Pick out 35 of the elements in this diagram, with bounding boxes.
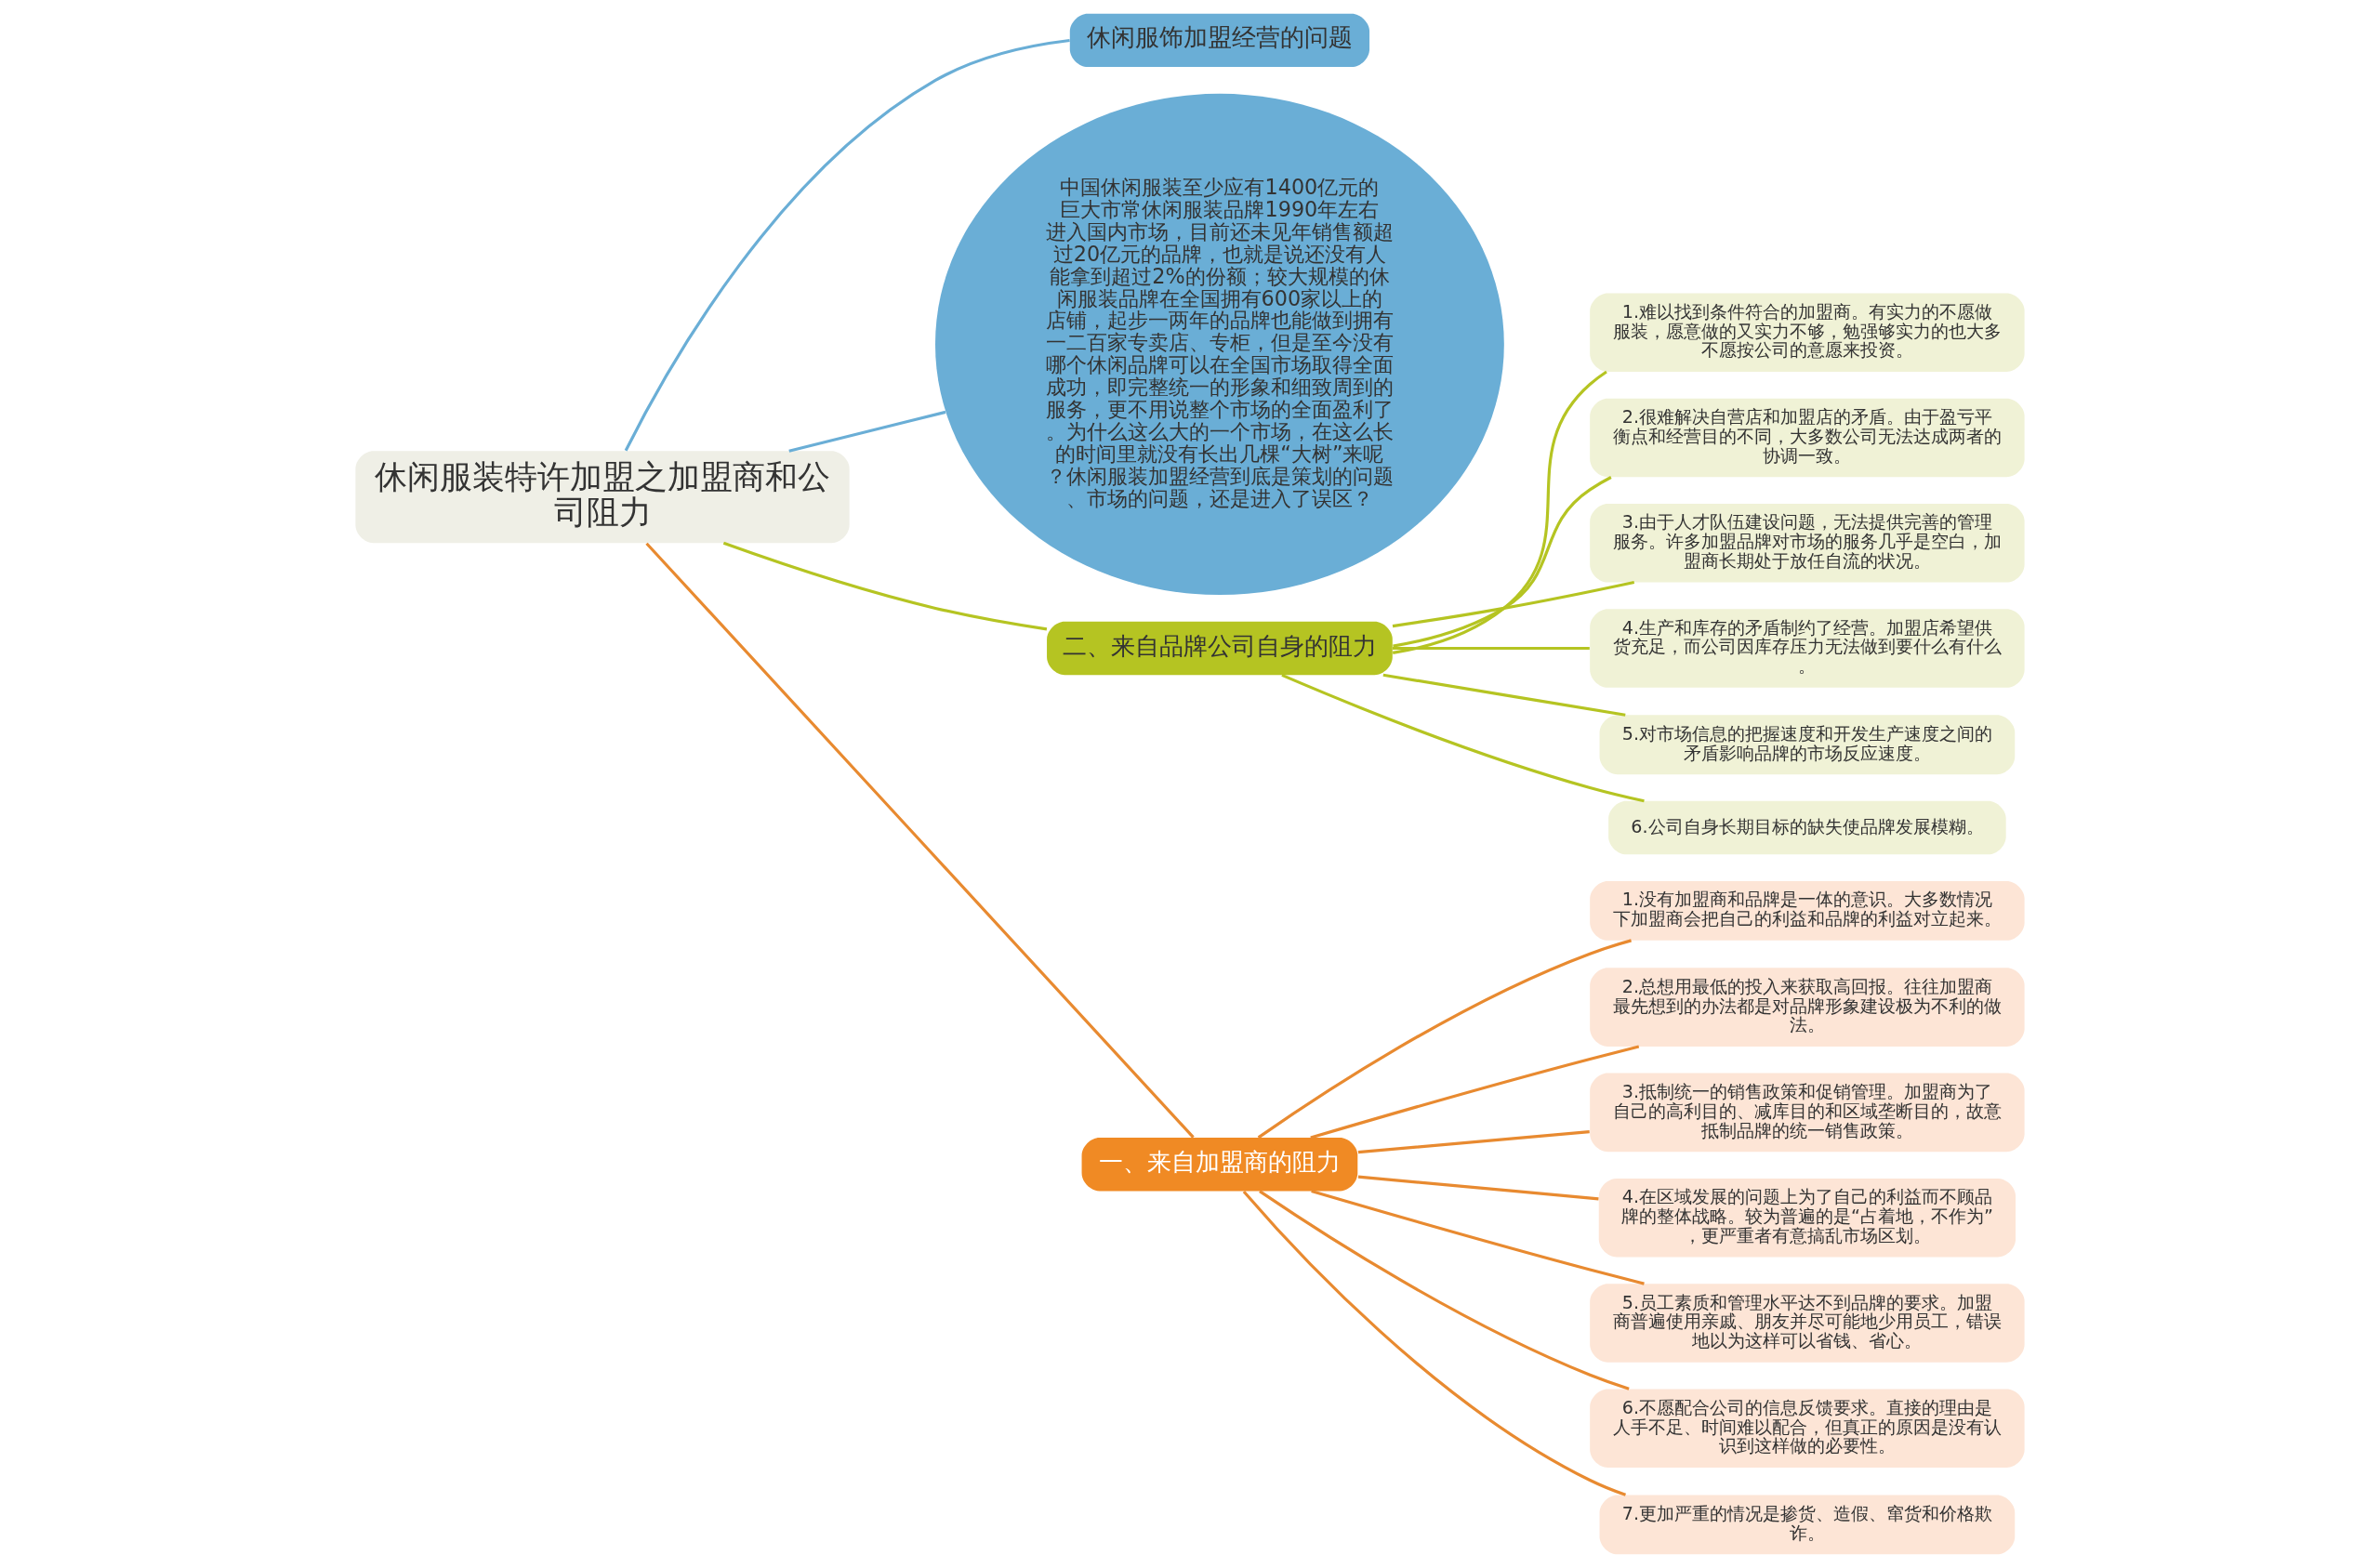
node-box: 1.没有加盟商和品牌是一体的意识。大多数情况下加盟商会把自己的利益和品牌的利益对立起来。 xyxy=(1590,881,2025,941)
node-box: 4.生产和库存的矛盾制约了经营。加盟店希望供货充足，而公司因库存压力无法做到要什么有什么。 xyxy=(1590,609,2025,688)
node-box: 5.对市场信息的把握速度和开发生产速度之间的矛盾影响品牌的市场反应速度。 xyxy=(1599,715,2016,775)
connector xyxy=(1310,1045,1640,1140)
connector xyxy=(1311,1189,1645,1285)
node-box: 5.员工素质和管理水平达不到品牌的要求。加盟商普遍使用亲戚、朋友并尽可能地少用员工，错误地以为这样可以省钱、省心。 xyxy=(1590,1284,2025,1363)
connector xyxy=(722,541,1048,631)
connector xyxy=(1281,673,1645,803)
node-box: 一、来自加盟商的阻力 xyxy=(1081,1138,1358,1192)
connector xyxy=(788,410,946,453)
node-box: 6.不愿配合公司的信息反馈要求。直接的理由是人手不足、时间难以配合，但真正的原因是没有认识到这样做的必要性。 xyxy=(1590,1389,2025,1468)
connector xyxy=(1259,1190,1630,1390)
connector xyxy=(645,542,1195,1139)
node-box: 6.公司自身长期目标的缺失使品牌发展模糊。 xyxy=(1608,800,2006,855)
node-box: 休闲服饰加盟经营的问题 xyxy=(1069,13,1370,68)
connector xyxy=(1382,673,1626,717)
connector xyxy=(1392,581,1635,628)
connector xyxy=(1242,1190,1627,1496)
connector xyxy=(1357,1175,1599,1201)
connector xyxy=(1393,476,1612,648)
connector xyxy=(624,38,1070,452)
node-box: 7.更加严重的情况是掺货、造假、窜货和价格欺诈。 xyxy=(1599,1495,2016,1555)
node-box: 3.抵制统一的销售政策和促销管理。加盟商为了自己的高利目的、减库目的和区域垄断目的，故意抵制品牌的统一销售政策。 xyxy=(1590,1073,2025,1153)
connector xyxy=(1357,1129,1590,1154)
node-box: 1.难以找到条件符合的加盟商。有实力的不愿做服装，愿意做的又实力不够，勉强够实力的也大多不愿按公司的意愿来投资。 xyxy=(1590,293,2025,372)
node-ellipse: 中国休闲服装至少应有1400亿元的巨大市常休闲服装品牌1990年左右进入国内市场，目前还未见年销售额超过20亿元的品牌，也就是说还没有人能拿到超过2%的份额；较大规模的休闲服装品牌在全国拥有600家以上的店铺，起步一两年的品牌也能做到拥有一二百家专卖店、专柜，但是至今没有哪个休闲品牌可以在全国市场取得全面成功，即完整统一的形象和细致周到的服务，更不用说整个市场的全面盈利了。为什么这么大的一个市场，在这么长的时间里就没有长出几棵“大树”来呢？休闲服装加盟经营到底是策划的问题、市场的问题，还是进入了误区？ xyxy=(935,93,1504,596)
node-box: 2.总想用最低的投入来获取高回报。往往加盟商最先想到的办法都是对品牌形象建设极为不利的做法。 xyxy=(1590,968,2025,1047)
connector xyxy=(1392,370,1607,654)
node-box: 二、来自品牌公司自身的阻力 xyxy=(1047,621,1393,676)
connector xyxy=(1257,939,1632,1140)
node-box: 4.在区域发展的问题上为了自己的利益而不顾品牌的整体战略。较为普遍的是“占着地，不作为”，更严重者有意搞乱市场区划。 xyxy=(1598,1178,2016,1258)
node-box: 3.由于人才队伍建设问题，无法提供完善的管理服务。许多加盟品牌对市场的服务几乎是空白，加盟商长期处于放任自流的状况。 xyxy=(1590,503,2025,583)
node-box: 2.很难解决自营店和加盟店的矛盾。由于盈亏平衡点和经营目的不同，大多数公司无法达成两者的协调一致。 xyxy=(1590,398,2025,478)
node-box: 休闲服装特许加盟之加盟商和公司阻力 xyxy=(355,451,850,544)
connector xyxy=(1392,646,1590,651)
